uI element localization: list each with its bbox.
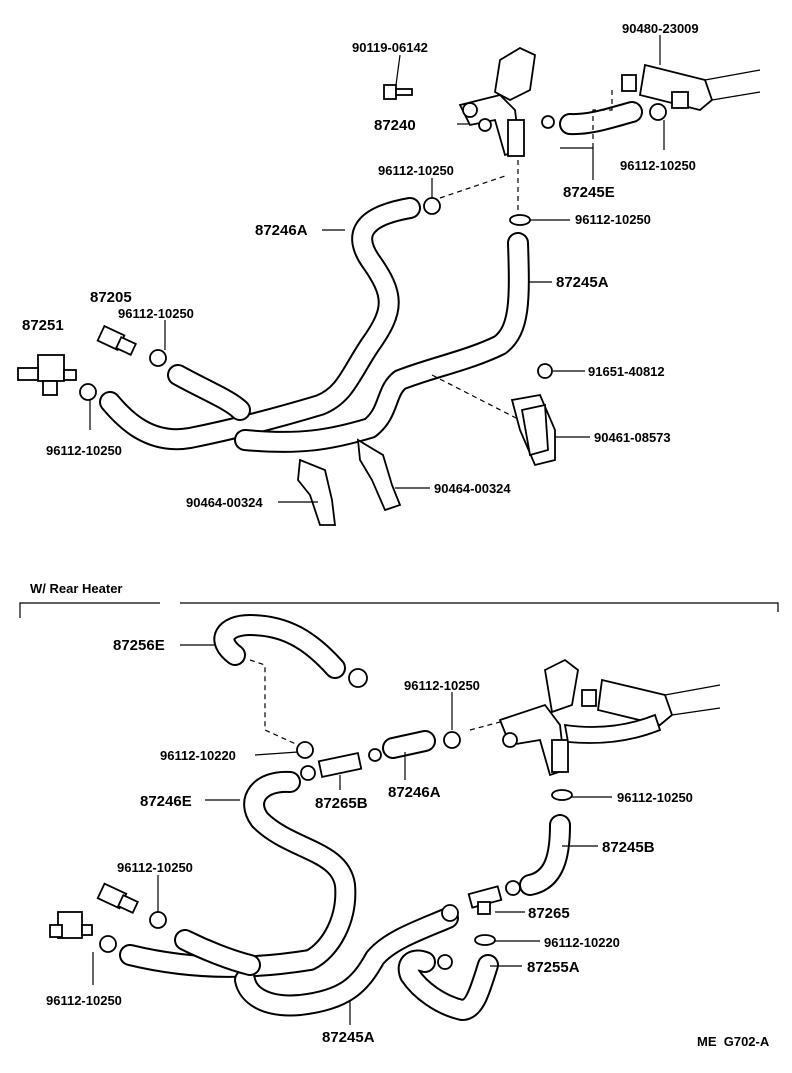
clip-90464-left <box>297 458 337 526</box>
hose-short-top <box>167 364 251 421</box>
label-90464-00324-right: 90464-00324 <box>434 481 511 496</box>
sensor-bottom <box>96 882 139 915</box>
union-87265 <box>467 885 503 915</box>
heater-unit-bottom <box>563 678 721 744</box>
section-bracket <box>19 602 779 618</box>
label-96112-10220-g: 96112-10220 <box>160 748 236 763</box>
clamps-bottom <box>99 668 573 970</box>
label-96112-10250-e: 96112-10250 <box>46 443 122 458</box>
label-96112-10250-b: 96112-10250 <box>620 158 696 173</box>
label-87246A-top: 87246A <box>255 222 308 239</box>
label-87245A-top: 87245A <box>556 274 609 291</box>
pipe-87265B <box>317 751 363 779</box>
label-96112-10250-f: 96112-10250 <box>404 678 480 693</box>
valve-bottom <box>49 911 93 939</box>
dashed-lines-top <box>431 88 613 421</box>
label-96112-10250-i: 96112-10250 <box>117 860 193 875</box>
hose-87256E <box>213 614 346 679</box>
label-87205: 87205 <box>90 289 132 306</box>
leader-lines-bottom <box>92 644 612 1025</box>
label-87265B: 87265B <box>315 795 368 812</box>
leader-lines-top <box>89 35 665 503</box>
sensor-87205 <box>96 324 137 357</box>
hose-87246A-top <box>99 197 421 451</box>
dashed-lines-bottom <box>249 659 501 746</box>
label-87245A-bottom: 87245A <box>322 1029 375 1046</box>
bolt-90119 <box>383 84 413 100</box>
label-87246A-bottom: 87246A <box>388 784 441 801</box>
label-87245B: 87245B <box>602 839 655 856</box>
label-87240: 87240 <box>374 117 416 134</box>
hose-87245A-top <box>234 232 530 453</box>
label-90119-06142: 90119-06142 <box>352 40 428 55</box>
label-90464-00324-left: 90464-00324 <box>186 495 263 510</box>
label-91651-40812: 91651-40812 <box>588 364 665 379</box>
water-valve-87240 <box>458 46 536 157</box>
label-96112-10250-d: 96112-10250 <box>118 306 194 321</box>
valve-87251 <box>17 354 77 396</box>
bracket-90461 <box>510 363 556 467</box>
label-96112-10250-c: 96112-10250 <box>575 212 651 227</box>
label-87255A: 87255A <box>527 959 580 976</box>
label-96112-10250-h: 96112-10250 <box>617 790 693 805</box>
label-87265: 87265 <box>528 905 570 922</box>
section-title: W/ Rear Heater <box>30 581 122 596</box>
label-96112-10220-j: 96112-10220 <box>544 935 620 950</box>
label-87256E: 87256E <box>113 637 165 654</box>
hose-short-bottom <box>174 929 261 976</box>
hose-87245E <box>559 101 643 136</box>
label-87251: 87251 <box>22 317 64 334</box>
label-87246E: 87246E <box>140 793 192 810</box>
label-87245E: 87245E <box>563 184 615 201</box>
hose-87245B <box>519 814 571 896</box>
label-96112-10250-k: 96112-10250 <box>46 993 122 1008</box>
label-96112-10250-a: 96112-10250 <box>378 163 454 178</box>
water-valve-bottom <box>498 658 579 777</box>
diagram-code: ME G702-A <box>697 1034 770 1049</box>
clip-90464-right <box>356 438 402 512</box>
heater-unit-90480 <box>621 63 761 111</box>
pipe-87246A-bottom <box>382 730 436 759</box>
hose-87245A-bottom <box>234 907 459 1017</box>
label-90480-23009: 90480-23009 <box>622 21 699 36</box>
label-90461-08573: 90461-08573 <box>594 430 671 445</box>
hose-87255A <box>397 949 499 1021</box>
